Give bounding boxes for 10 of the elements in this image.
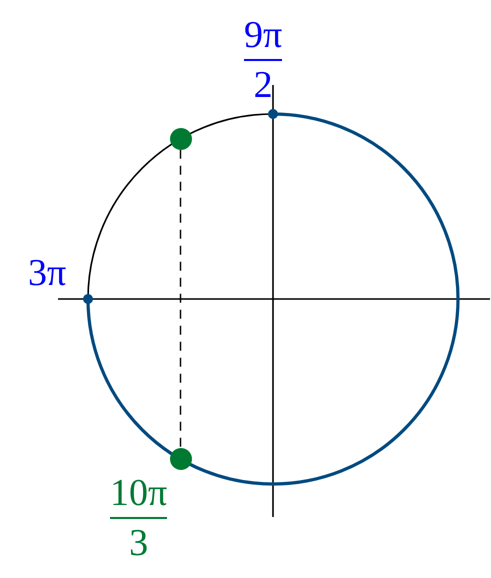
dashed-line xyxy=(180,150,182,448)
point-marker xyxy=(170,128,192,150)
fraction-numerator: 9π xyxy=(244,14,282,56)
fraction-denominator: 3 xyxy=(129,522,148,564)
angle-label: 3π xyxy=(28,252,66,294)
fraction-denominator: 2 xyxy=(254,64,273,106)
point-marker xyxy=(83,294,93,304)
fraction-numerator: 10π xyxy=(110,472,168,514)
point-marker xyxy=(170,448,192,470)
point-marker xyxy=(268,109,278,119)
